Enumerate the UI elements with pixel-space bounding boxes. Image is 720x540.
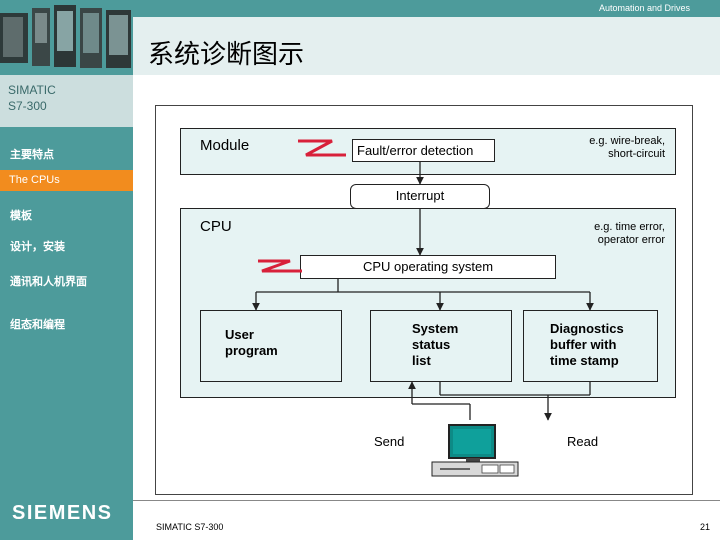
diagnostics-line1: Diagnostics (550, 321, 624, 336)
user-program-label: User program (225, 327, 335, 359)
sidebar-item-modules[interactable]: 模板 (10, 209, 32, 222)
cpu-os-label: CPU operating system (362, 259, 494, 274)
interrupt-label: Interrupt (395, 188, 445, 203)
cpu-os-box (300, 255, 556, 279)
system-status-line1: System (412, 321, 459, 336)
sidebar-item-features[interactable]: 主要特点 (10, 148, 54, 161)
sidebar-item-configuration[interactable]: 组态和编程 (10, 318, 65, 331)
diagnostics-line3: time stamp (550, 353, 619, 368)
wire-note-line2: short-circuit (608, 148, 665, 160)
time-note-line1: e.g. time error, (594, 221, 665, 233)
system-status-box (370, 310, 512, 382)
siemens-logo: SIEMENS (12, 502, 113, 524)
user-program-box (200, 310, 342, 382)
sidebar (0, 75, 133, 540)
header-tag: Automation and Drives (598, 3, 690, 13)
sidebar-item-communication-hmi[interactable]: 通讯和人机界面 (10, 275, 87, 288)
diagnostics-buffer-box (523, 310, 658, 382)
sidebar-item-cpus[interactable] (0, 170, 133, 191)
diagnostics-line2: buffer with (550, 337, 617, 352)
sidebar-item-cpus-label[interactable]: The CPUs (9, 174, 60, 186)
system-status-label: System status list (412, 321, 512, 369)
diagnostics-label: Diagnostics buffer with time stamp (550, 321, 660, 369)
user-program-line1: User (225, 327, 254, 342)
sidebar-item-design-install[interactable]: 设计，安装 (10, 240, 65, 253)
brand-s7-300: S7-300 (8, 99, 47, 113)
page-number: 21 (700, 522, 711, 532)
wire-note-line1: e.g. wire-break, (589, 135, 665, 147)
brand-simatic: SIMATIC (8, 83, 56, 97)
cpu-label: CPU (200, 218, 232, 235)
footer-divider (133, 500, 720, 501)
fault-detection-label: Fault/error detection (357, 143, 474, 158)
time-error-note: e.g. time error, operator error (560, 221, 665, 247)
plc-hardware-image (0, 5, 131, 68)
module-label: Module (200, 137, 250, 154)
send-label: Send (374, 434, 405, 449)
title-band (133, 17, 720, 75)
footer-product: SIMATIC S7-300 (156, 522, 224, 532)
user-program-line2: program (225, 343, 278, 358)
sidebar-brand-box (0, 75, 133, 127)
fault-detection-box (352, 139, 495, 162)
system-status-line2: status (412, 337, 451, 352)
page-title: 系统诊断图示 (148, 40, 305, 70)
time-note-line2: operator error (597, 234, 665, 246)
read-label: Read (567, 434, 599, 449)
system-status-line3: list (412, 353, 431, 368)
diagram-frame (155, 105, 693, 495)
wire-break-note: e.g. wire-break, short-circuit (560, 135, 665, 161)
